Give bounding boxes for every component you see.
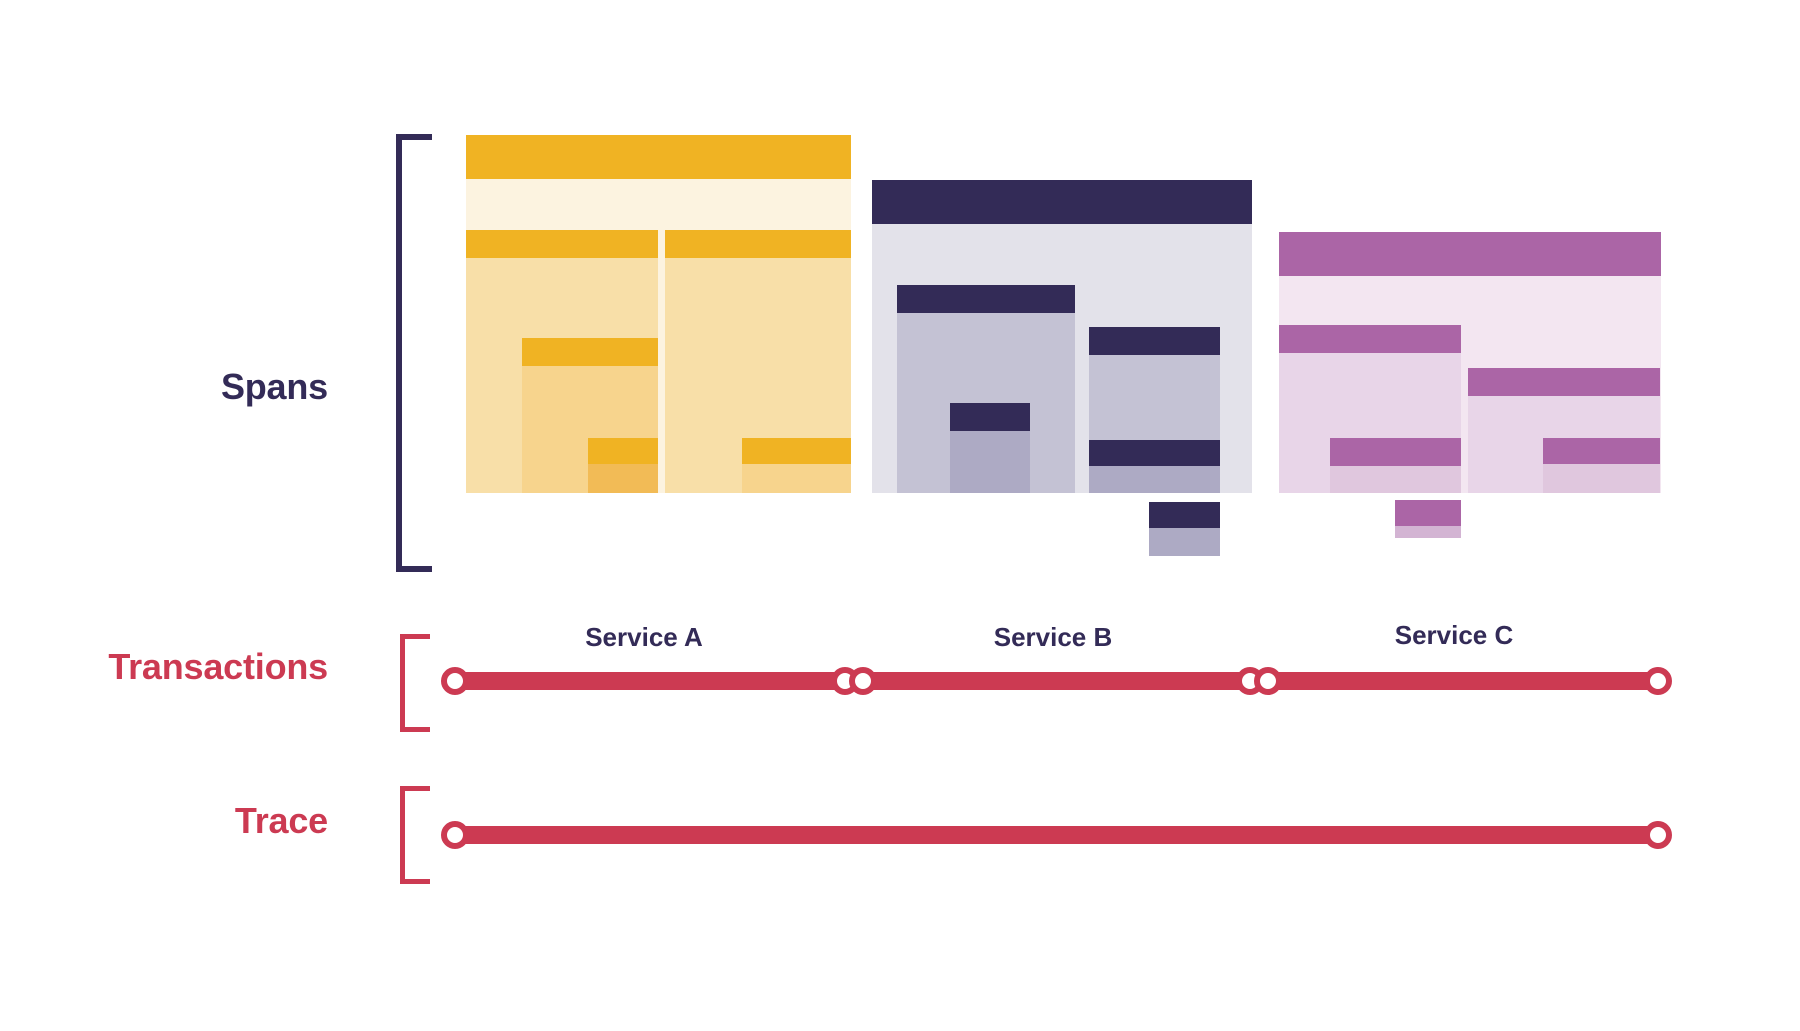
sibling-span-b4 [1089, 440, 1220, 493]
trace-row-label: Trace [234, 800, 328, 841]
transaction-c-start-node-icon [1254, 667, 1282, 695]
child-span-c3 [1395, 500, 1461, 538]
child-span-c2-header-bar [1330, 438, 1461, 466]
sibling-span-b5 [1149, 502, 1220, 556]
transaction-c-line [1268, 672, 1658, 690]
spans-row-label: Spans [220, 366, 328, 407]
spans-bracket-icon [396, 134, 432, 572]
root-span-c-header-bar [1279, 232, 1661, 276]
sibling-span-a5-header-bar [742, 438, 851, 464]
transactions-bracket-icon [400, 634, 430, 732]
child-span-c1-header-bar [1279, 325, 1461, 353]
sibling-span-b3-header-bar [1089, 327, 1220, 355]
service-label-service-a: Service A [585, 622, 703, 652]
child-span-c3-header-bar [1395, 500, 1461, 526]
child-span-c2 [1330, 438, 1461, 493]
trace-span-end-node-icon [1644, 821, 1672, 849]
transaction-a-line [455, 672, 845, 690]
transactions-row-label: Transactions [108, 646, 328, 687]
child-span-a2-header-bar [522, 338, 658, 366]
spans-columns-container [466, 135, 1661, 556]
sibling-span-c5 [1543, 438, 1660, 493]
root-span-b-header-bar [872, 180, 1252, 224]
root-span-a-header-bar [466, 135, 851, 179]
sibling-span-c5-header-bar [1543, 438, 1660, 464]
child-span-b2 [950, 403, 1030, 493]
sibling-span-a4-header-bar [665, 230, 851, 258]
child-span-a1-header-bar [466, 230, 658, 258]
transaction-c-end-node-icon [1644, 667, 1672, 695]
child-span-a3-header-bar [588, 438, 658, 464]
sibling-span-b4-header-bar [1089, 440, 1220, 466]
transaction-a-start-node-icon [441, 667, 469, 695]
sibling-span-a5 [742, 438, 851, 493]
sibling-span-c4-header-bar [1468, 368, 1660, 396]
sibling-span-b5-header-bar [1149, 502, 1220, 528]
service-label-service-c: Service C [1394, 620, 1514, 650]
transaction-b-line [863, 672, 1250, 690]
child-span-b1-header-bar [897, 285, 1075, 313]
service-label-service-b: Service B [993, 622, 1113, 652]
trace-bracket-icon [400, 786, 430, 884]
child-span-a3 [588, 438, 658, 493]
trace-span-start-node-icon [441, 821, 469, 849]
trace-span-line [455, 826, 1658, 844]
transaction-b-start-node-icon [849, 667, 877, 695]
child-span-b2-header-bar [950, 403, 1030, 431]
